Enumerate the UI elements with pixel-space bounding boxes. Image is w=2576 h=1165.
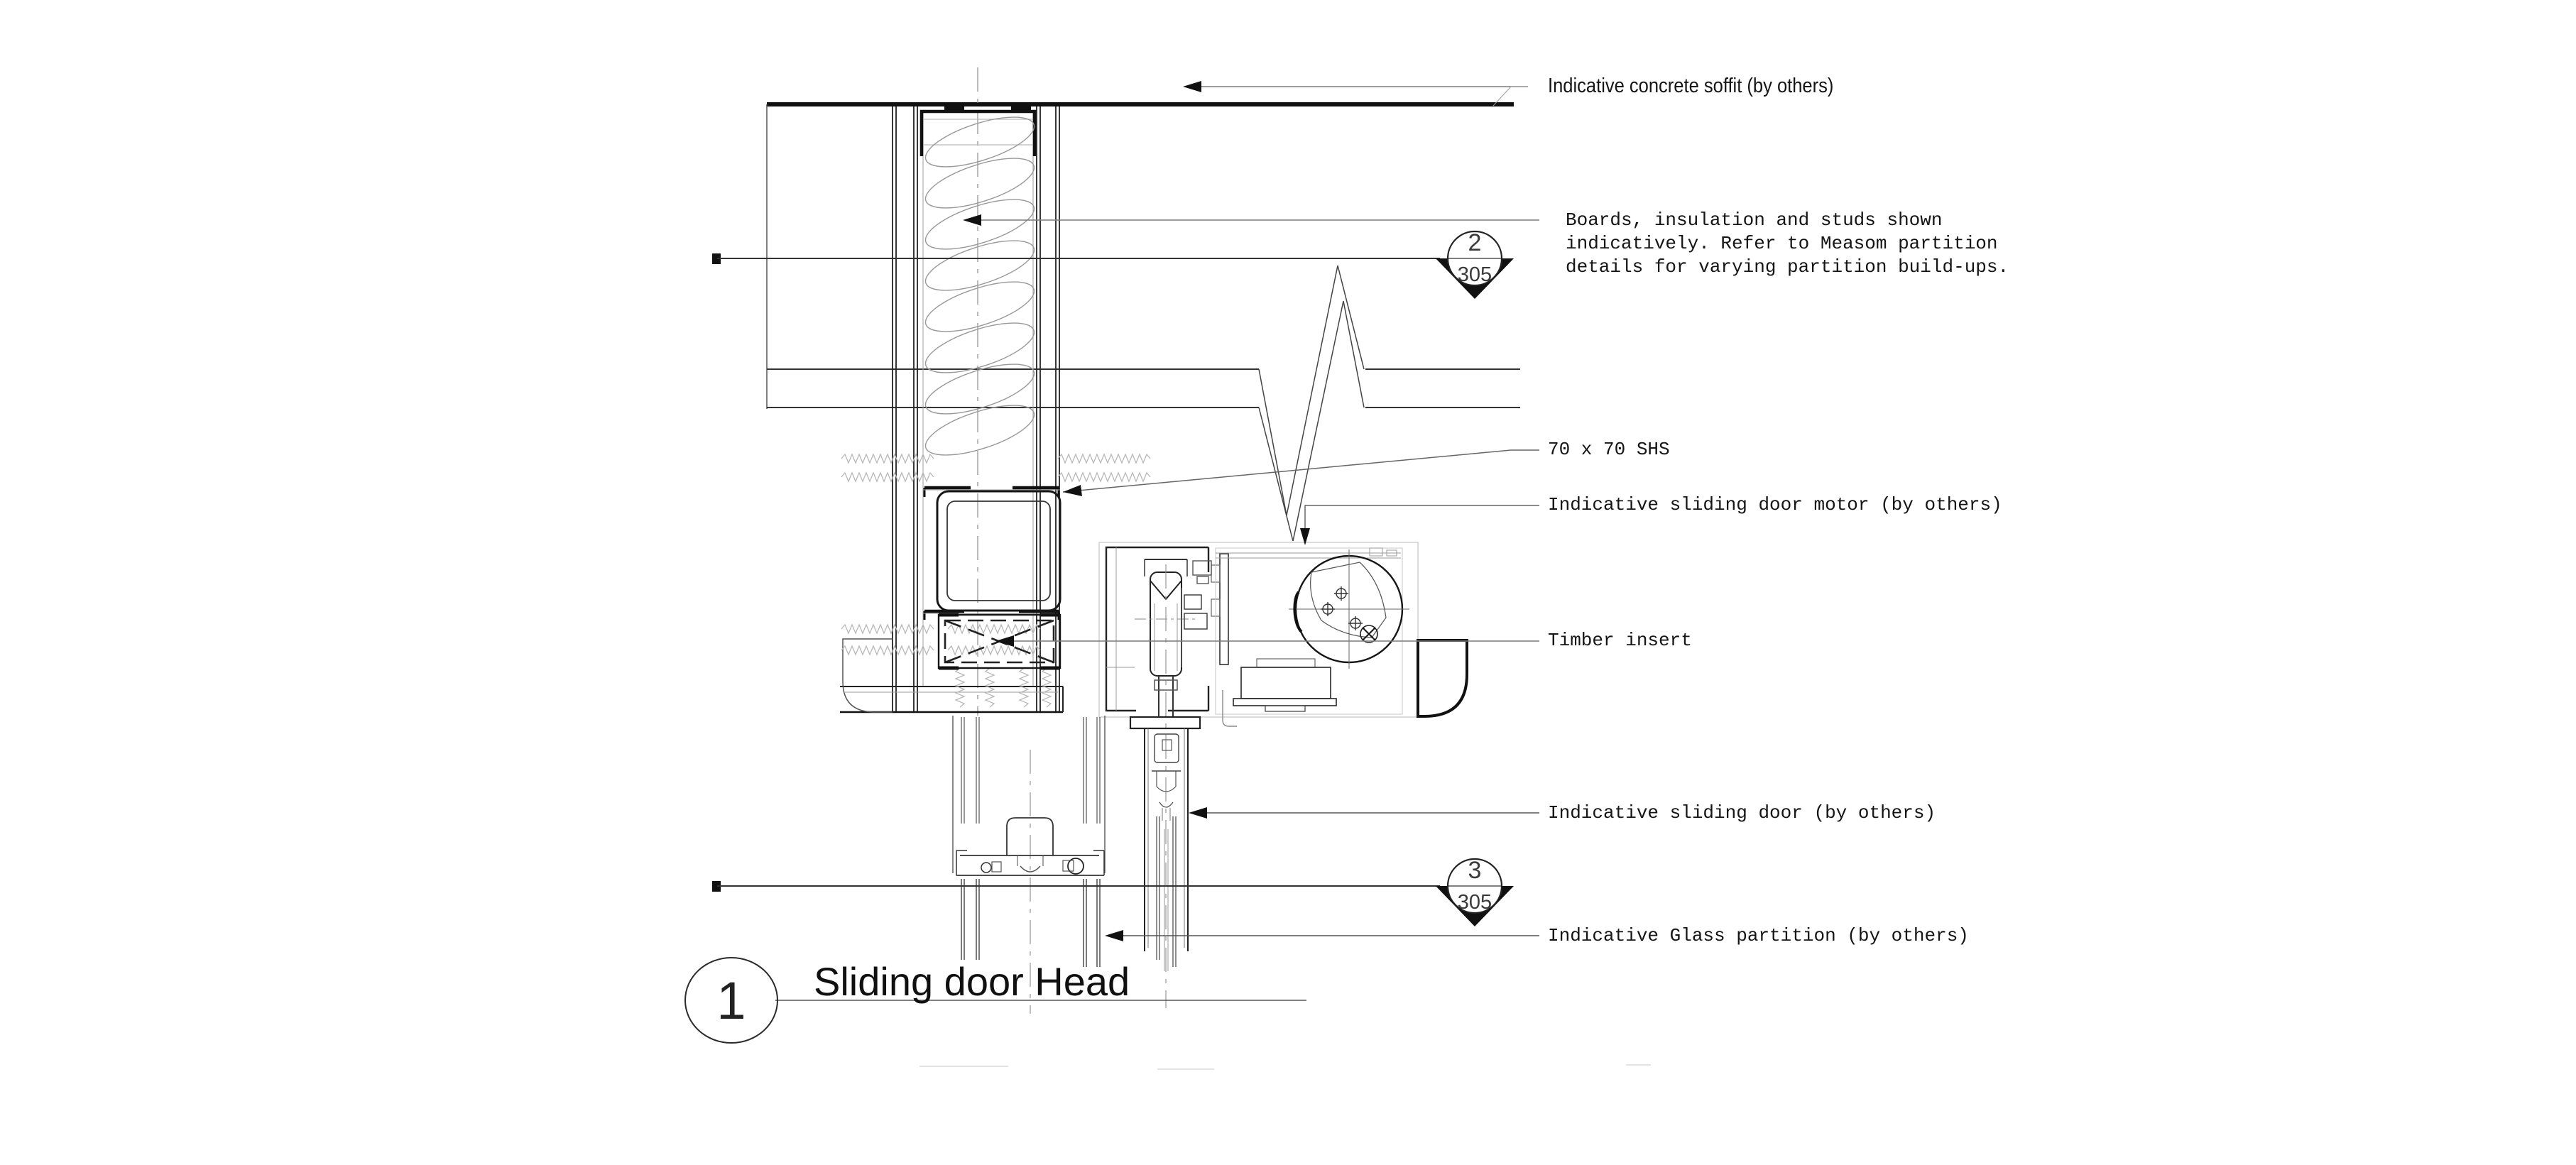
marker-2-sheet: 305 [1458, 263, 1492, 286]
drawing-title: Sliding door Head [814, 959, 1130, 1004]
label-timber-insert: Timber insert [1548, 630, 1692, 651]
glass-panes [961, 879, 1101, 967]
leader-timber [995, 635, 1539, 647]
motor-section [1289, 549, 1409, 669]
label-motor: Indicative sliding door motor (by others… [1548, 494, 2002, 515]
section-line-2 [712, 253, 1440, 264]
door-hanger-plate [1129, 716, 1201, 730]
head-channel [919, 106, 1037, 156]
shs-section [936, 490, 1061, 612]
insulation [924, 116, 1035, 456]
marker-3-number: 3 [1468, 857, 1482, 884]
partition-note-line-1: Boards, insulation and studs shown [1566, 209, 1943, 231]
ceiling-lines [767, 368, 1520, 408]
sliding-door-leaf [1144, 564, 1189, 1008]
section-marker-3-305: 3 305 [1436, 857, 1514, 926]
partition-note-line-3: details for varying partition build-ups. [1566, 256, 2009, 278]
detail-number: 1 [716, 970, 746, 1030]
label-sliding-door: Indicative sliding door (by others) [1548, 802, 1936, 824]
break-line [1258, 265, 1365, 542]
partition-wall [840, 67, 1064, 716]
leader-shs [1062, 449, 1539, 496]
left-ceiling-return [842, 638, 893, 713]
bulkhead-fascia [840, 686, 1064, 713]
leader-soffit [1183, 81, 1528, 106]
label-shs: 70 x 70 SHS [1548, 439, 1670, 460]
sliding-door-gear [1098, 542, 1468, 730]
label-glass-partition: Indicative Glass partition (by others) [1548, 925, 1969, 946]
marker-2-number: 2 [1468, 229, 1482, 256]
leader-glass-partition [1105, 930, 1539, 941]
section-marker-2-305: 2 305 [1436, 229, 1514, 299]
leader-sliding-door [1189, 807, 1539, 819]
label-concrete-soffit: Indicative concrete soffit (by others) [1548, 75, 1834, 97]
partition-note-line-2: indicatively. Refer to Measom partition [1566, 233, 1998, 254]
print-artifacts [919, 1064, 1651, 1070]
track-extrusion [1105, 546, 1210, 712]
leader-partition-note [963, 214, 1539, 226]
section-line-3 [712, 881, 1440, 892]
concrete-soffit [766, 102, 1514, 409]
right-ceiling-return [1417, 639, 1468, 718]
detail-number-bubble: 1 [684, 957, 778, 1044]
marker-3-sheet: 305 [1458, 891, 1492, 914]
glass-partition-head [952, 716, 1106, 1014]
leader-motor [1300, 505, 1539, 545]
